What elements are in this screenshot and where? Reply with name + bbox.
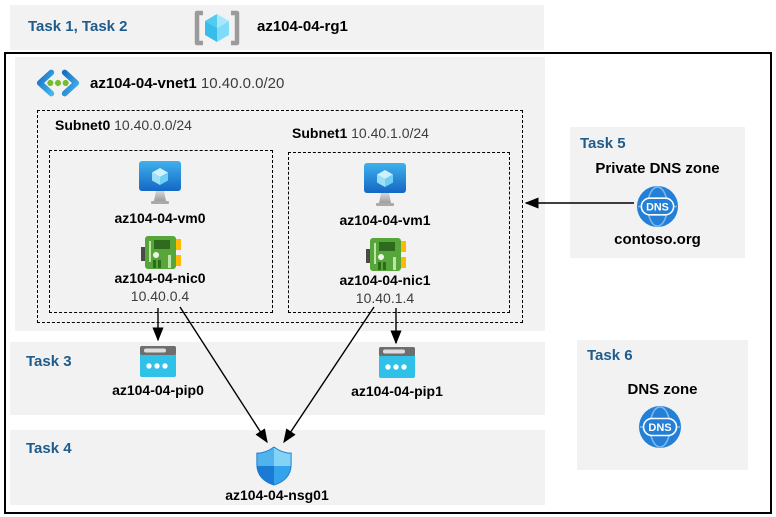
vm1-label: az104-04-vm1 bbox=[339, 212, 431, 228]
nic1-icon bbox=[366, 238, 406, 272]
subnet0-name: Subnet0 bbox=[55, 117, 111, 133]
task4-label: Task 4 bbox=[26, 440, 72, 457]
tasks-1-2-band: Task 1, Task 2 az104-04-rg1 bbox=[10, 5, 544, 50]
subnet0-cidr: 10.40.0.0/24 bbox=[114, 117, 192, 133]
nic1-ip: 10.40.1.4 bbox=[355, 290, 415, 306]
pip1-icon bbox=[379, 347, 415, 378]
vnet-box bbox=[15, 57, 545, 331]
pip0-icon bbox=[140, 346, 176, 377]
vnet-icon bbox=[35, 69, 81, 97]
task3-band: Task 3 bbox=[10, 342, 545, 415]
dns-zone-title: DNS zone bbox=[627, 381, 698, 398]
nic0-ip: 10.40.0.4 bbox=[130, 288, 190, 304]
nsg-label: az104-04-nsg01 bbox=[225, 487, 329, 503]
resource-group-icon bbox=[188, 8, 246, 48]
task3-label: Task 3 bbox=[26, 353, 72, 370]
vnet-cidr: 10.40.0.0/20 bbox=[200, 75, 285, 92]
private-dns-icon: DNS bbox=[636, 185, 679, 228]
svg-text:DNS: DNS bbox=[646, 201, 669, 213]
nsg-shield-icon bbox=[254, 446, 294, 486]
nic1-label: az104-04-nic1 bbox=[339, 272, 431, 288]
vm0-icon bbox=[139, 161, 181, 207]
vm1-icon bbox=[364, 163, 406, 209]
diagram-frame bbox=[4, 52, 772, 514]
task5-label: Task 5 bbox=[580, 135, 626, 152]
dns-zone-icon: DNS bbox=[638, 405, 682, 449]
task5-box: Task 5 Private DNS zone DNS contoso.org bbox=[570, 127, 745, 258]
subnet1-box bbox=[288, 152, 510, 313]
vm0-label: az104-04-vm0 bbox=[114, 210, 206, 226]
subnet1-name: Subnet1 bbox=[292, 125, 348, 141]
resource-group-label: az104-04-rg1 bbox=[257, 18, 348, 35]
private-dns-zone-name: contoso.org bbox=[614, 231, 701, 248]
private-dns-zone-title: Private DNS zone bbox=[595, 160, 720, 177]
task6-box: Task 6 DNS zone DNS bbox=[577, 340, 748, 470]
vnet-title: az104-04-vnet1 10.40.0.0/20 bbox=[90, 75, 284, 92]
tasks-1-2-label: Task 1, Task 2 bbox=[28, 18, 128, 35]
subnet1-label: Subnet1 10.40.1.0/24 bbox=[292, 125, 429, 141]
svg-text:DNS: DNS bbox=[648, 422, 671, 434]
task6-label: Task 6 bbox=[587, 347, 633, 364]
subnet0-box bbox=[49, 150, 273, 313]
pip1-label: az104-04-pip1 bbox=[351, 383, 443, 399]
nic0-label: az104-04-nic0 bbox=[114, 270, 206, 286]
nic0-icon bbox=[141, 236, 181, 270]
subnets-container bbox=[37, 110, 523, 323]
subnet0-label: Subnet0 10.40.0.0/24 bbox=[55, 117, 192, 133]
vnet-name: az104-04-vnet1 bbox=[90, 75, 197, 92]
subnet1-cidr: 10.40.1.0/24 bbox=[351, 125, 429, 141]
pip0-label: az104-04-pip0 bbox=[112, 382, 204, 398]
